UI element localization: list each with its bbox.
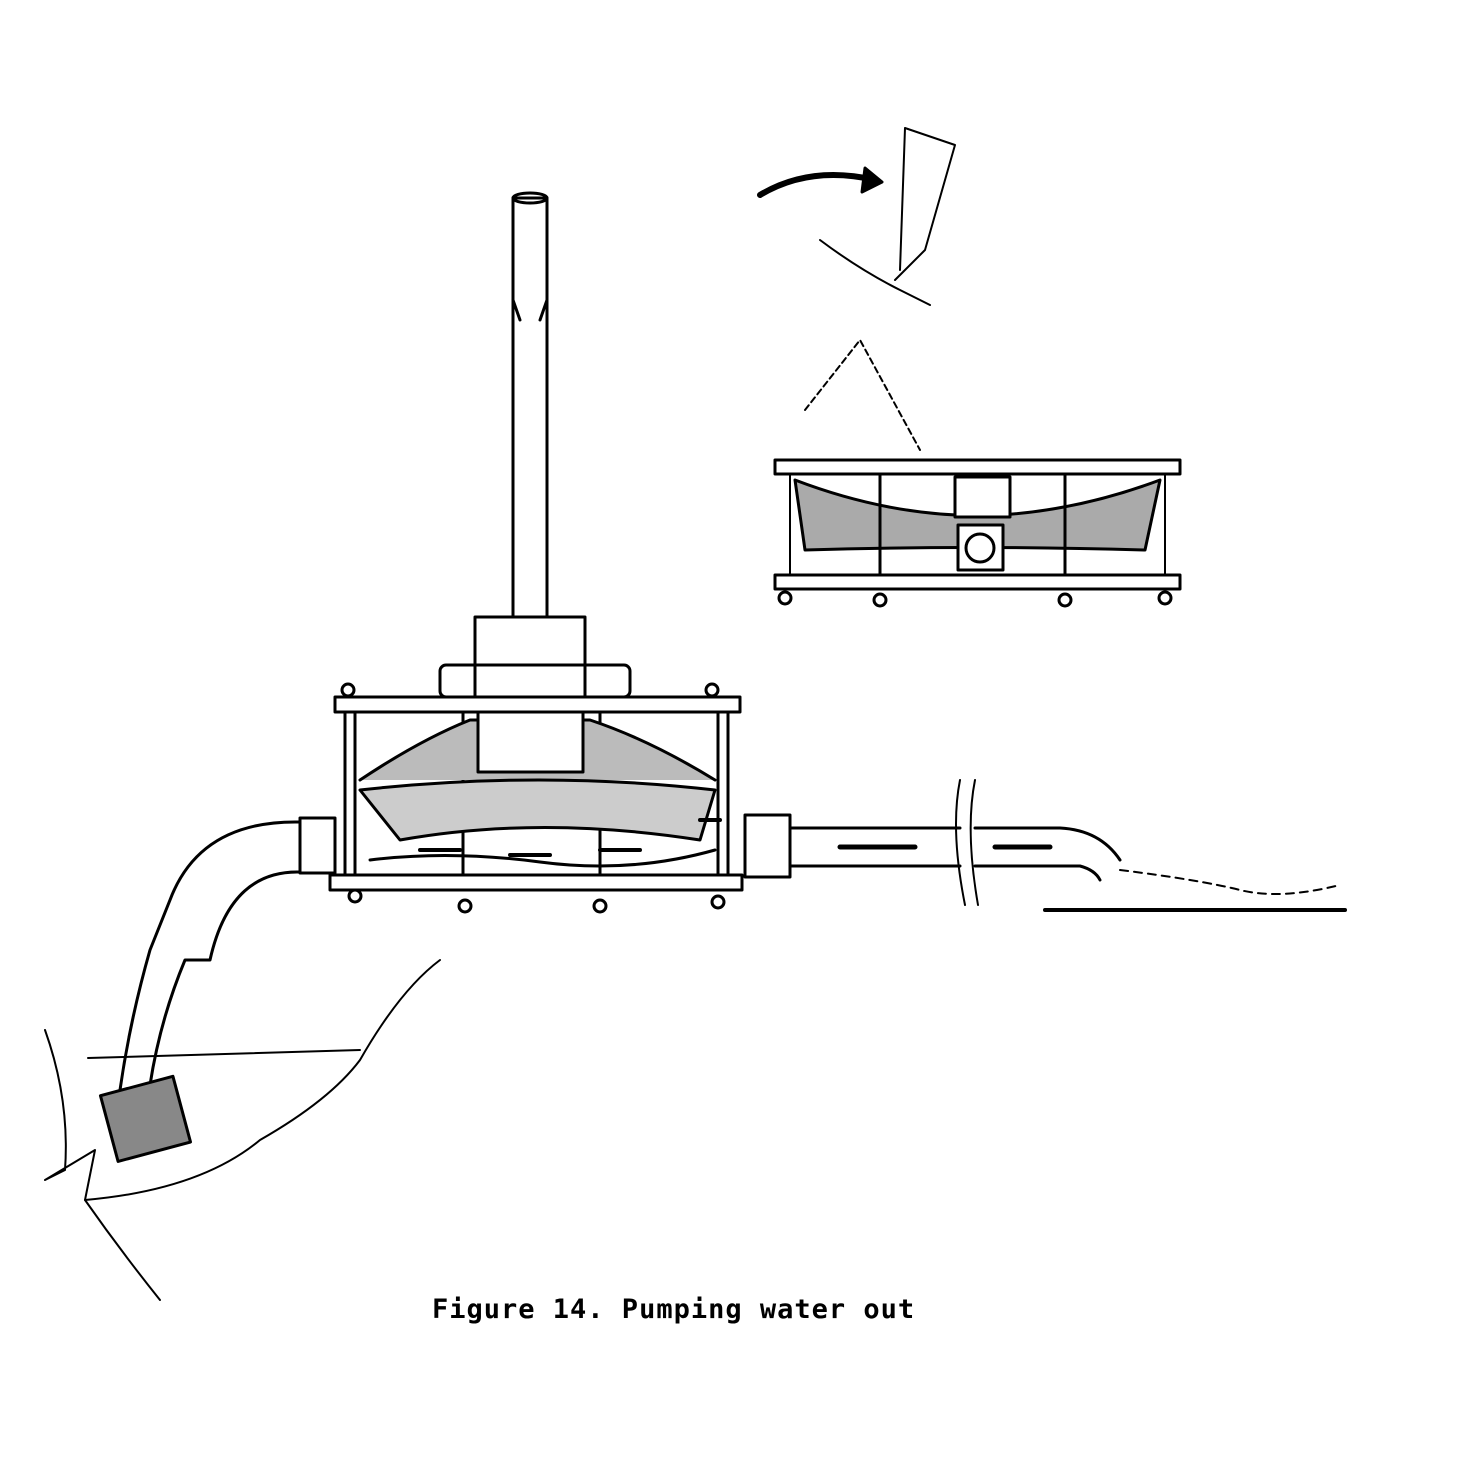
ground-pit — [44, 959, 441, 1301]
figure-caption: Figure 14. Pumping water out — [432, 1294, 916, 1325]
pump-body — [328, 663, 744, 914]
handle-pipe — [473, 191, 587, 699]
inlet-hose — [98, 816, 337, 1163]
outlet-pipe — [743, 779, 1347, 912]
inset-side-view — [757, 127, 1182, 608]
